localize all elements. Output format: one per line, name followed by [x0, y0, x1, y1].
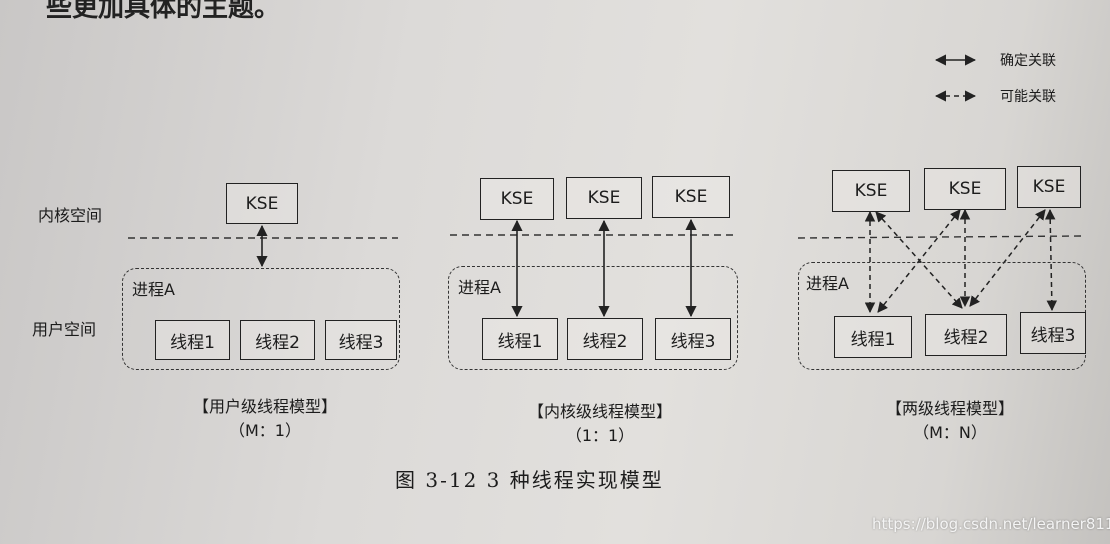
m3-caption-ratio: （M：N）	[913, 423, 987, 442]
m1-caption-name: 【用户级线程模型】	[192, 397, 337, 416]
m1-caption-ratio: （M：1）	[229, 421, 301, 440]
top-text: 些更加具体的主题。	[46, 0, 281, 23]
m3-link-k3-t3	[1044, 208, 1058, 312]
m2-thread-2: 线程2	[567, 318, 643, 360]
m3-caption-name: 【两级线程模型】	[885, 399, 1014, 418]
m3-thread-1: 线程1	[834, 316, 912, 358]
m1-kse-box: KSE	[226, 183, 298, 224]
m2-caption-ratio: （1：1）	[565, 426, 635, 445]
m1-thread-3: 线程3	[325, 320, 397, 360]
m1-thread-1: 线程1	[155, 320, 230, 360]
m2-thread-1: 线程1	[482, 318, 558, 360]
legend-definite-label: 确定关联	[1000, 53, 1056, 69]
m3-kse-box-3: KSE	[1017, 166, 1081, 208]
m2-kse-box-3: KSE	[652, 176, 730, 218]
m3-thread-2: 线程2	[925, 314, 1007, 356]
m3-link-k3-t2	[969, 209, 1046, 307]
m1-process-label: 进程A	[132, 280, 175, 299]
m3-process-label: 进程A	[806, 274, 849, 293]
kernel-space-label: 内核空间	[38, 206, 103, 225]
m2-kse-box-2: KSE	[566, 177, 642, 219]
figure-title: 图 3-12 3 种线程实现模型	[395, 468, 664, 492]
m2-caption-name: 【内核级线程模型】	[527, 402, 672, 421]
watermark-text: https://blog.csdn.net/learner811	[872, 515, 1110, 533]
m1-thread-2: 线程2	[240, 320, 315, 360]
space-divider-3	[797, 235, 1083, 239]
m1-process-container	[122, 268, 400, 370]
legend-possible-label: 可能关联	[1000, 89, 1056, 105]
m2-process-label: 进程A	[458, 278, 501, 297]
m3-kse-box-1: KSE	[832, 170, 910, 212]
m3-link-k2-t1	[877, 209, 961, 313]
m3-kse-box-2: KSE	[924, 168, 1006, 210]
m2-kse-box-1: KSE	[480, 178, 554, 220]
m3-thread-3: 线程3	[1020, 312, 1086, 354]
m2-thread-3: 线程3	[655, 318, 731, 360]
m2-process-container	[448, 266, 738, 370]
user-space-label: 用户空间	[32, 320, 97, 339]
